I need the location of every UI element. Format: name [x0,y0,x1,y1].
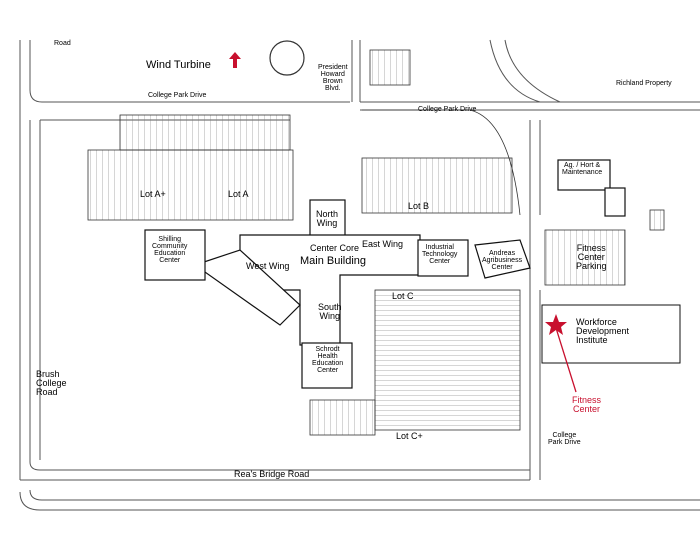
pointer-line [555,327,577,393]
south-wing-label: South Wing [318,302,342,321]
workforce-development-institute-label: Workforce Development Institute [576,317,630,345]
college-park-drive-label-2: College Park Drive [418,106,477,113]
lot-a-label: Lot A [228,189,249,199]
shilling-center-label: Shilling Community Education Center [152,236,188,264]
lot-c-plus-label: Lot C+ [396,431,423,441]
schrodt-health-center-label: Schrodt Health Education Center [312,346,344,374]
lot-a-plus-label: Lot A+ [140,189,166,199]
up-arrow-icon [229,52,241,68]
main-building-label: Main Building [300,255,367,267]
west-wing-label: West Wing [246,261,290,271]
president-blvd-label: President Howard Brown Blvd. [318,64,348,92]
industrial-technology-center-label: Industrial Technology Center [422,244,458,265]
wind-turbine-label: Wind Turbine [146,59,211,71]
college-park-drive-label-3: College Park Drive [548,432,581,446]
center-core-label: Center Core [310,243,360,253]
lot-b-label: Lot B [408,201,430,211]
east-wing-label: East Wing [362,239,404,249]
richland-property-label: Richland Property [616,80,672,87]
fitness-center-parking-label: Fitness Center Parking [576,243,607,271]
brush-college-road-label: Brush College Road [36,369,67,397]
college-park-drive-label: College Park Drive [148,92,207,99]
top-left-road-label: Road [54,40,71,47]
star-icon [545,314,567,335]
reas-bridge-road-label: Rea's Bridge Road [234,469,310,479]
buildings [144,159,681,389]
fitness-center-highlight-label: Fitness Center [572,395,602,414]
ag-hort-maintenance-label: Ag. / Hort & Maintenance [562,162,603,176]
parking-lots [87,49,665,436]
north-wing-label: North Wing [316,209,339,228]
andreas-agribusiness-center-label: Andreas Agribusiness Center [482,250,523,271]
lot-c-label: Lot C [392,291,414,301]
wind-turbine-circle [269,40,305,76]
